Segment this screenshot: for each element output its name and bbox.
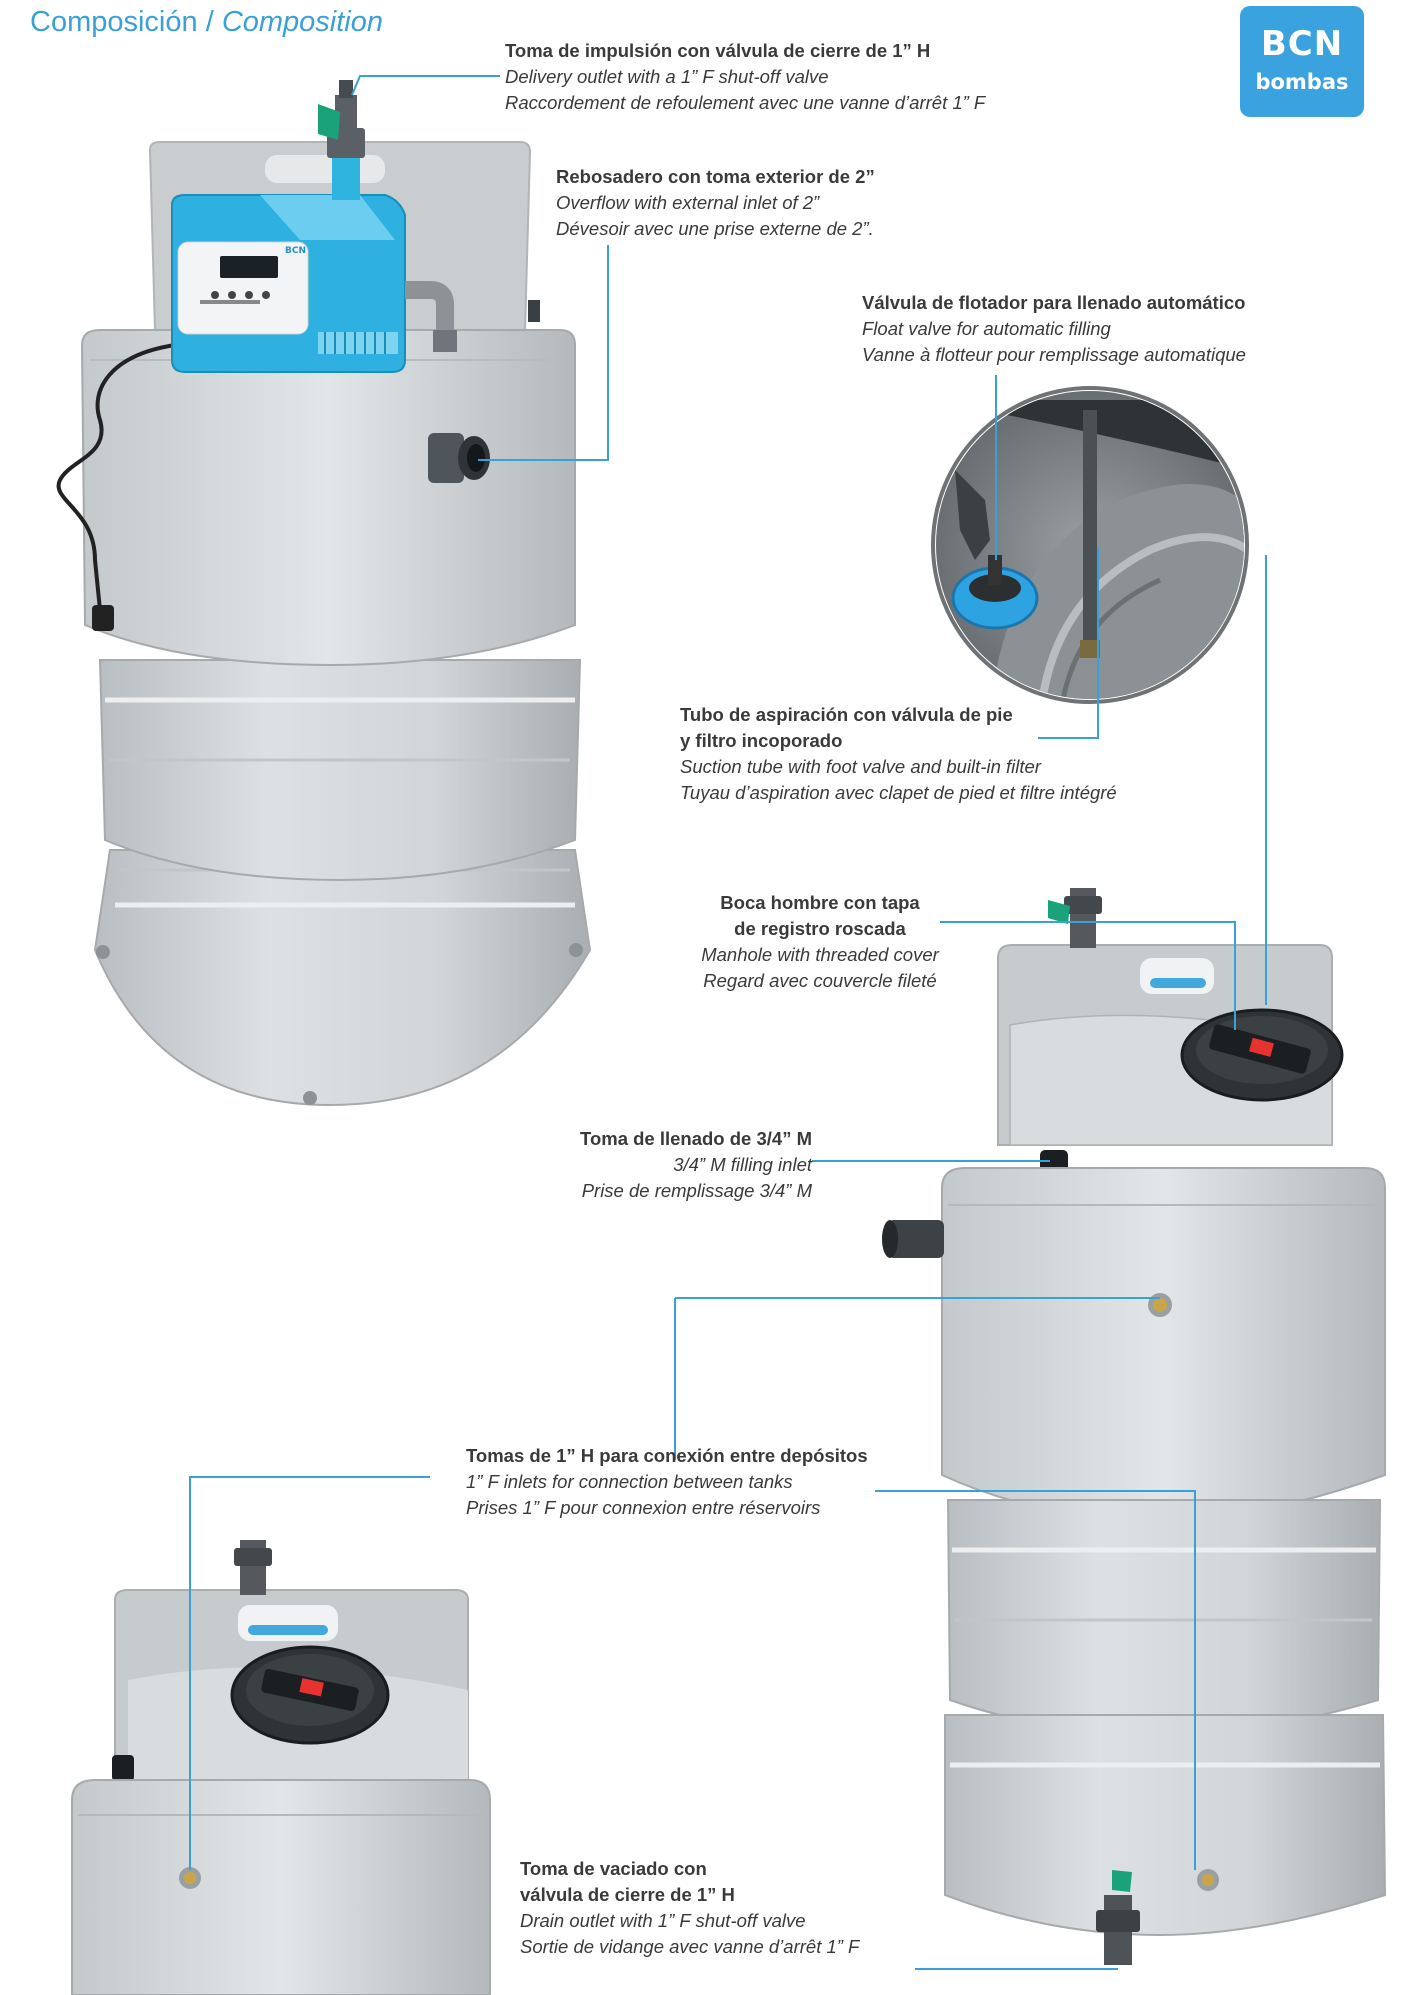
label-float-valve: Válvula de flotador para llenado automát… [862, 292, 1246, 365]
tank-large [882, 888, 1387, 1965]
pump-brand-label: BCN [285, 246, 306, 256]
callout-lines [189, 75, 1267, 1970]
label-overflow: Rebosadero con toma exterior de 2” Overf… [556, 166, 875, 239]
label-manhole: Boca hombre con tapa de registro roscada… [701, 892, 939, 991]
label-filling-inlet: Toma de llenado de 3/4” M 3/4” M filling… [580, 1128, 812, 1201]
bcn-logo: BCN bombas [1240, 6, 1364, 117]
float-valve-zoom [931, 386, 1249, 704]
label-delivery-outlet: Toma de impulsión con válvula de cierre … [505, 40, 986, 113]
title-en: Composition [221, 6, 383, 38]
logo-line1: BCN [1260, 24, 1344, 64]
page-title: Composición / Composition [30, 6, 383, 39]
label-drain-outlet: Toma de vaciado con válvula de cierre de… [520, 1858, 860, 1957]
label-suction-tube: Tubo de aspiración con válvula de pie y … [680, 704, 1117, 803]
title-es: Composición [30, 6, 198, 38]
tank-partial [71, 1540, 491, 1995]
logo-line2: bombas [1255, 70, 1349, 94]
title-separator: / [197, 6, 222, 38]
tank-with-pump [56, 80, 592, 1107]
label-connection-inlets: Tomas de 1” H para conexión entre depósi… [466, 1445, 868, 1518]
